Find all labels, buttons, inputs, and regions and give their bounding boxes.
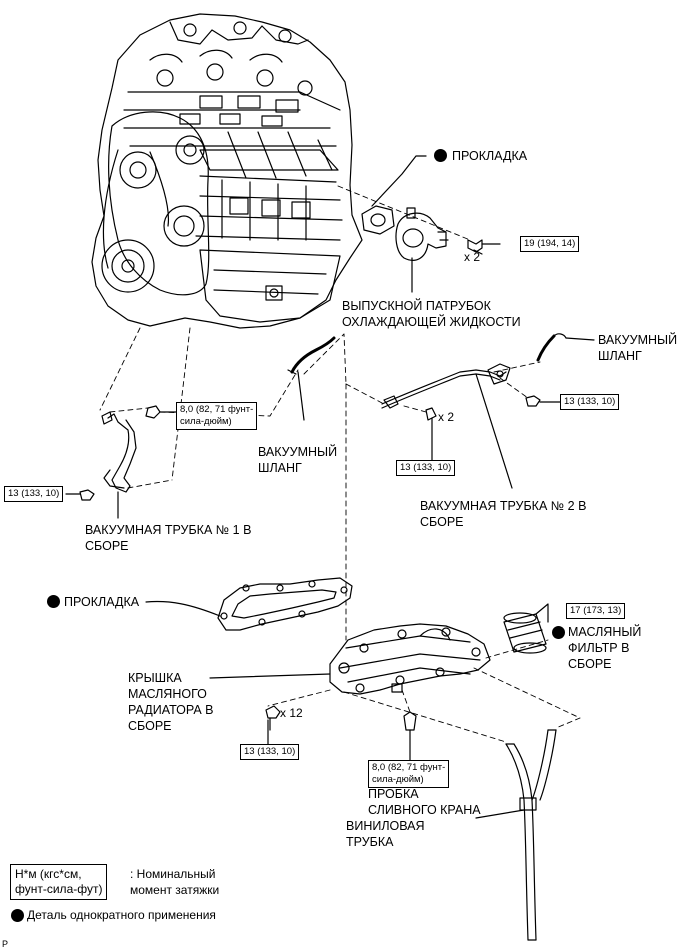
dashed-guides <box>99 185 581 743</box>
label-gasket-middle: ПРОКЛАДКА <box>64 595 140 609</box>
torque-box-oil-filter: 17 (173, 13) <box>566 603 626 619</box>
non-reusable-bullet-legend <box>11 909 24 922</box>
label-oil-cooler-cover: КРЫШКА МАСЛЯНОГО РАДИАТОРА В СБОРЕ <box>128 671 214 733</box>
oil-cooler-cover <box>209 623 491 695</box>
label-oil-filter: МАСЛЯНЫЙ ФИЛЬТР В СБОРЕ <box>568 625 642 671</box>
label-drain-plug: ПРОБКА СЛИВНОГО КРАНА <box>368 787 481 817</box>
corner-mark: P <box>2 939 9 949</box>
oil-filter <box>503 603 549 654</box>
torque-box-tube2-nuts: 13 (133, 10) <box>396 460 456 476</box>
torque-box-tube2-bolt: 13 (133, 10) <box>560 394 620 410</box>
non-reusable-bullet-gasket-middle <box>47 595 60 608</box>
torque-box-drain-plug: 8,0 (82, 71 фунт- сила-дюйм) <box>368 760 450 788</box>
drain-plug <box>403 711 417 761</box>
torque-box-cooler-bolts: 13 (133, 10) <box>240 744 300 760</box>
torque-box-tube1-bolt: 13 (133, 10) <box>4 486 64 502</box>
oil-cooler-gasket <box>145 577 353 631</box>
legend-unit-box: Н*м (кгс*см, фунт-сила-фут) <box>10 864 108 900</box>
label-vinyl-tube: ВИНИЛОВАЯ ТРУБКА <box>346 819 425 849</box>
label-vacuum-hose-center: ВАКУУМНЫЙ ШЛАНГ <box>258 445 338 475</box>
cooler-bolt <box>265 705 281 745</box>
label-vacuum-tube-1: ВАКУУМНАЯ ТРУБКА № 1 В СБОРЕ <box>85 523 252 553</box>
vacuum-tube-2 <box>381 363 561 489</box>
vacuum-tube-1 <box>65 405 179 519</box>
engine-block <box>91 13 363 329</box>
torque-box-outlet-bolts: 19 (194, 14) <box>520 236 580 252</box>
legend-unit-text: : Номинальный момент затяжки <box>130 867 220 897</box>
coolant-outlet-assembly <box>361 155 501 293</box>
legend-non-reusable-text: Деталь однократного применения <box>27 908 216 922</box>
torque-box-tube1-nut: 8,0 (82, 71 фунт- сила-дюйм) <box>176 402 258 430</box>
label-coolant-outlet: ВЫПУСКНОЙ ПАТРУБОК ОХЛАЖДАЮЩЕЙ ЖИДКОСТИ <box>342 299 521 329</box>
non-reusable-bullet-oil-filter <box>552 626 565 639</box>
vacuum-hose-right <box>536 333 595 362</box>
qty-outlet-bolts: x 2 <box>464 250 481 264</box>
label-vacuum-hose-right: ВАКУУМНЫЙ ШЛАНГ <box>598 333 678 363</box>
label-vacuum-tube-2: ВАКУУМНАЯ ТРУБКА № 2 В СБОРЕ <box>420 499 587 529</box>
vacuum-hose-center <box>287 336 336 421</box>
label-gasket-top: ПРОКЛАДКА <box>452 149 528 163</box>
vinyl-tube <box>475 729 557 941</box>
qty-tube2-nuts: x 2 <box>438 410 455 424</box>
qty-cooler-bolts: x 12 <box>280 706 303 720</box>
non-reusable-bullet-gasket-top <box>434 149 447 162</box>
